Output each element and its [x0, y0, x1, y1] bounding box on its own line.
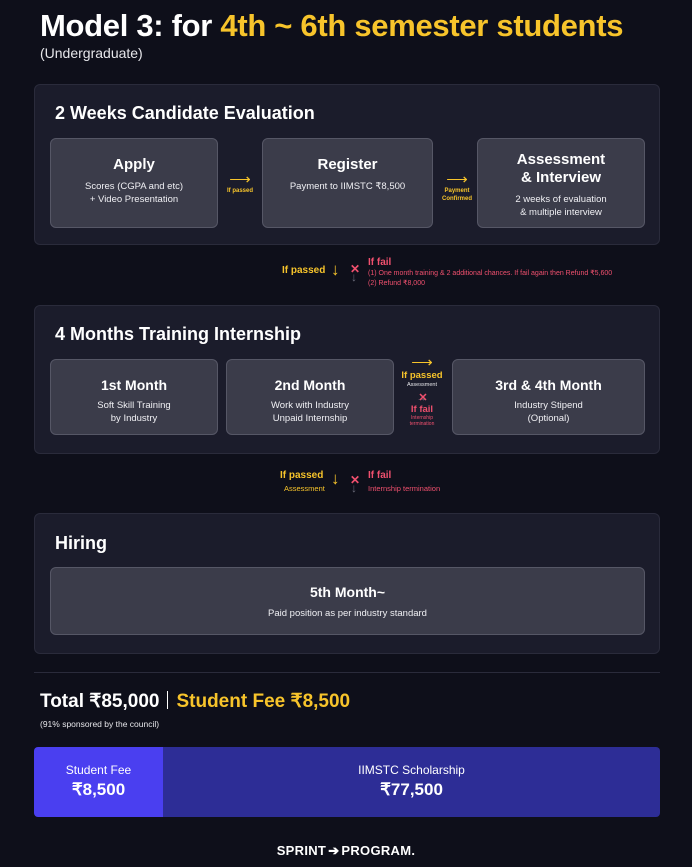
total-row: Total ₹85,000 Student Fee ₹8,500	[40, 690, 350, 713]
third-fourth-month-desc-2: (Optional)	[527, 413, 570, 424]
page-title: Model 3: for 4th ~ 6th semester students	[40, 8, 623, 44]
assessment-card-title-2: & Interview	[520, 169, 602, 186]
student-fee-label: Student Fee	[65, 763, 132, 777]
scholarship-value: ₹77,500	[380, 780, 443, 799]
first-month-desc-1: Soft Skill Training	[97, 400, 171, 411]
third-fourth-month-desc-1: Industry Stipend	[514, 400, 583, 411]
total-amount: Total ₹85,000	[40, 691, 160, 712]
second-month-card: 2nd Month Work with Industry Unpaid Inte…	[226, 359, 394, 435]
assessment-card-title-1: Assessment	[516, 151, 606, 168]
evaluation-title: 2 Weeks Candidate Evaluation	[55, 103, 315, 123]
second-month-title: 2nd Month	[274, 377, 346, 393]
training-mid-flow: ⟶ If passed Assessment →✕ If fail Intern…	[396, 354, 448, 427]
mid-fail-note-1: Internship	[411, 415, 433, 421]
first-month-card: 1st Month Soft Skill Training by Industr…	[50, 359, 218, 435]
flow-1: If passed ↓ ✕ ↓ If fail (1) One month tr…	[0, 255, 692, 295]
assessment-card-desc-2: & multiple interview	[520, 207, 602, 218]
training-section: 4 Months Training Internship 1st Month S…	[34, 305, 660, 454]
title-highlight: 4th ~ 6th semester students	[220, 8, 624, 43]
second-month-desc-1: Work with Industry	[271, 400, 349, 411]
student-fee-amount: Student Fee ₹8,500	[176, 691, 351, 712]
arrow-if-passed-label: If passed	[226, 188, 253, 194]
page-subtitle: (Undergraduate)	[40, 45, 143, 61]
sponsorship-note: (91% sponsored by the council)	[40, 719, 160, 729]
logo-right: PROGRAM.	[341, 843, 416, 858]
flow-1-fail-line-2: (2) Refund ₹8,000	[368, 280, 425, 287]
flow-2-fail-sub: Internship termination	[368, 484, 441, 493]
divider	[34, 672, 660, 673]
right-arrow-icon: ⟶	[411, 354, 433, 371]
mid-passed-label: If passed	[401, 370, 443, 381]
flow-2: If passed Assessment ↓ ✕ ↓ If fail Inter…	[0, 464, 692, 504]
first-month-desc-2: by Industry	[110, 413, 158, 424]
flow-2-passed-sub: Assessment	[284, 484, 325, 493]
total-separator	[167, 691, 169, 709]
arrow-payment-label-1: Payment	[444, 188, 470, 194]
mid-fail-label: If fail	[410, 404, 434, 415]
right-arrow-icon: ⟶	[229, 171, 251, 188]
apply-card-desc-2: + Video Presentation	[89, 194, 179, 205]
fee-split-bar: Student Fee ₹8,500 IIMSTC Scholarship ₹7…	[34, 747, 660, 817]
register-card: Register Payment to IIMSTC ₹8,500	[262, 138, 433, 228]
logo-arrow-icon: ➔	[328, 843, 340, 858]
arrow-payment-label-2: Confirmed	[442, 196, 472, 202]
apply-card-desc-1: Scores (CGPA and etc)	[84, 181, 184, 192]
fail-cross-icon: ✕	[350, 473, 361, 487]
mid-fail-note-2: termination	[409, 421, 435, 427]
flow-1-fail-line-1: (1) One month training & 2 additional ch…	[368, 270, 613, 277]
second-month-desc-2: Unpaid Internship	[272, 413, 348, 424]
scholarship-segment: IIMSTC Scholarship ₹77,500	[163, 747, 660, 817]
assessment-card: Assessment & Interview 2 weeks of evalua…	[477, 138, 645, 228]
third-fourth-month-title: 3rd & 4th Month	[495, 377, 602, 393]
hiring-section: Hiring 5th Month~ Paid position as per i…	[34, 513, 660, 654]
apply-card-title: Apply	[113, 156, 155, 173]
first-month-title: 1st Month	[100, 377, 168, 393]
down-arrow-icon: ↓	[331, 260, 340, 279]
register-card-title: Register	[317, 156, 378, 173]
student-fee-value: ₹8,500	[71, 780, 126, 799]
sprint-program-logo: SPRINT➔PROGRAM.	[0, 843, 692, 859]
scholarship-label: IIMSTC Scholarship	[358, 763, 465, 777]
down-arrow-icon: ↓	[331, 469, 340, 488]
fifth-month-title: 5th Month~	[309, 584, 386, 600]
fail-cross-icon: ✕	[350, 262, 361, 276]
fail-down-arrow-icon: ↓	[351, 270, 357, 284]
training-title: 4 Months Training Internship	[55, 324, 302, 344]
logo-left: SPRINT	[276, 843, 327, 858]
title-prefix: Model 3: for	[40, 8, 221, 43]
fifth-month-card: 5th Month~ Paid position as per industry…	[50, 567, 645, 635]
assessment-card-desc-1: 2 weeks of evaluation	[515, 194, 607, 205]
flow-2-passed: If passed	[280, 470, 324, 481]
third-fourth-month-card: 3rd & 4th Month Industry Stipend (Option…	[452, 359, 645, 435]
right-arrow-icon: ⟶	[446, 171, 468, 188]
fifth-month-desc: Paid position as per industry standard	[268, 608, 427, 619]
apply-card: Apply Scores (CGPA and etc) + Video Pres…	[50, 138, 218, 228]
fail-cross-icon: →✕	[416, 392, 428, 404]
student-fee-segment: Student Fee ₹8,500	[34, 747, 163, 817]
arrow-payment-confirmed: ⟶ Payment Confirmed	[438, 171, 476, 203]
arrow-if-passed: ⟶ If passed	[223, 171, 257, 195]
mid-assessment-label: Assessment	[407, 382, 437, 388]
register-card-desc: Payment to IIMSTC ₹8,500	[289, 181, 406, 192]
hiring-title: Hiring	[55, 533, 107, 553]
fail-down-arrow-icon: ↓	[351, 481, 357, 495]
evaluation-section: 2 Weeks Candidate Evaluation Apply Score…	[34, 84, 660, 245]
flow-1-fail: If fail	[368, 257, 392, 268]
flow-2-fail: If fail	[368, 470, 392, 481]
flow-1-passed: If passed	[282, 265, 326, 276]
